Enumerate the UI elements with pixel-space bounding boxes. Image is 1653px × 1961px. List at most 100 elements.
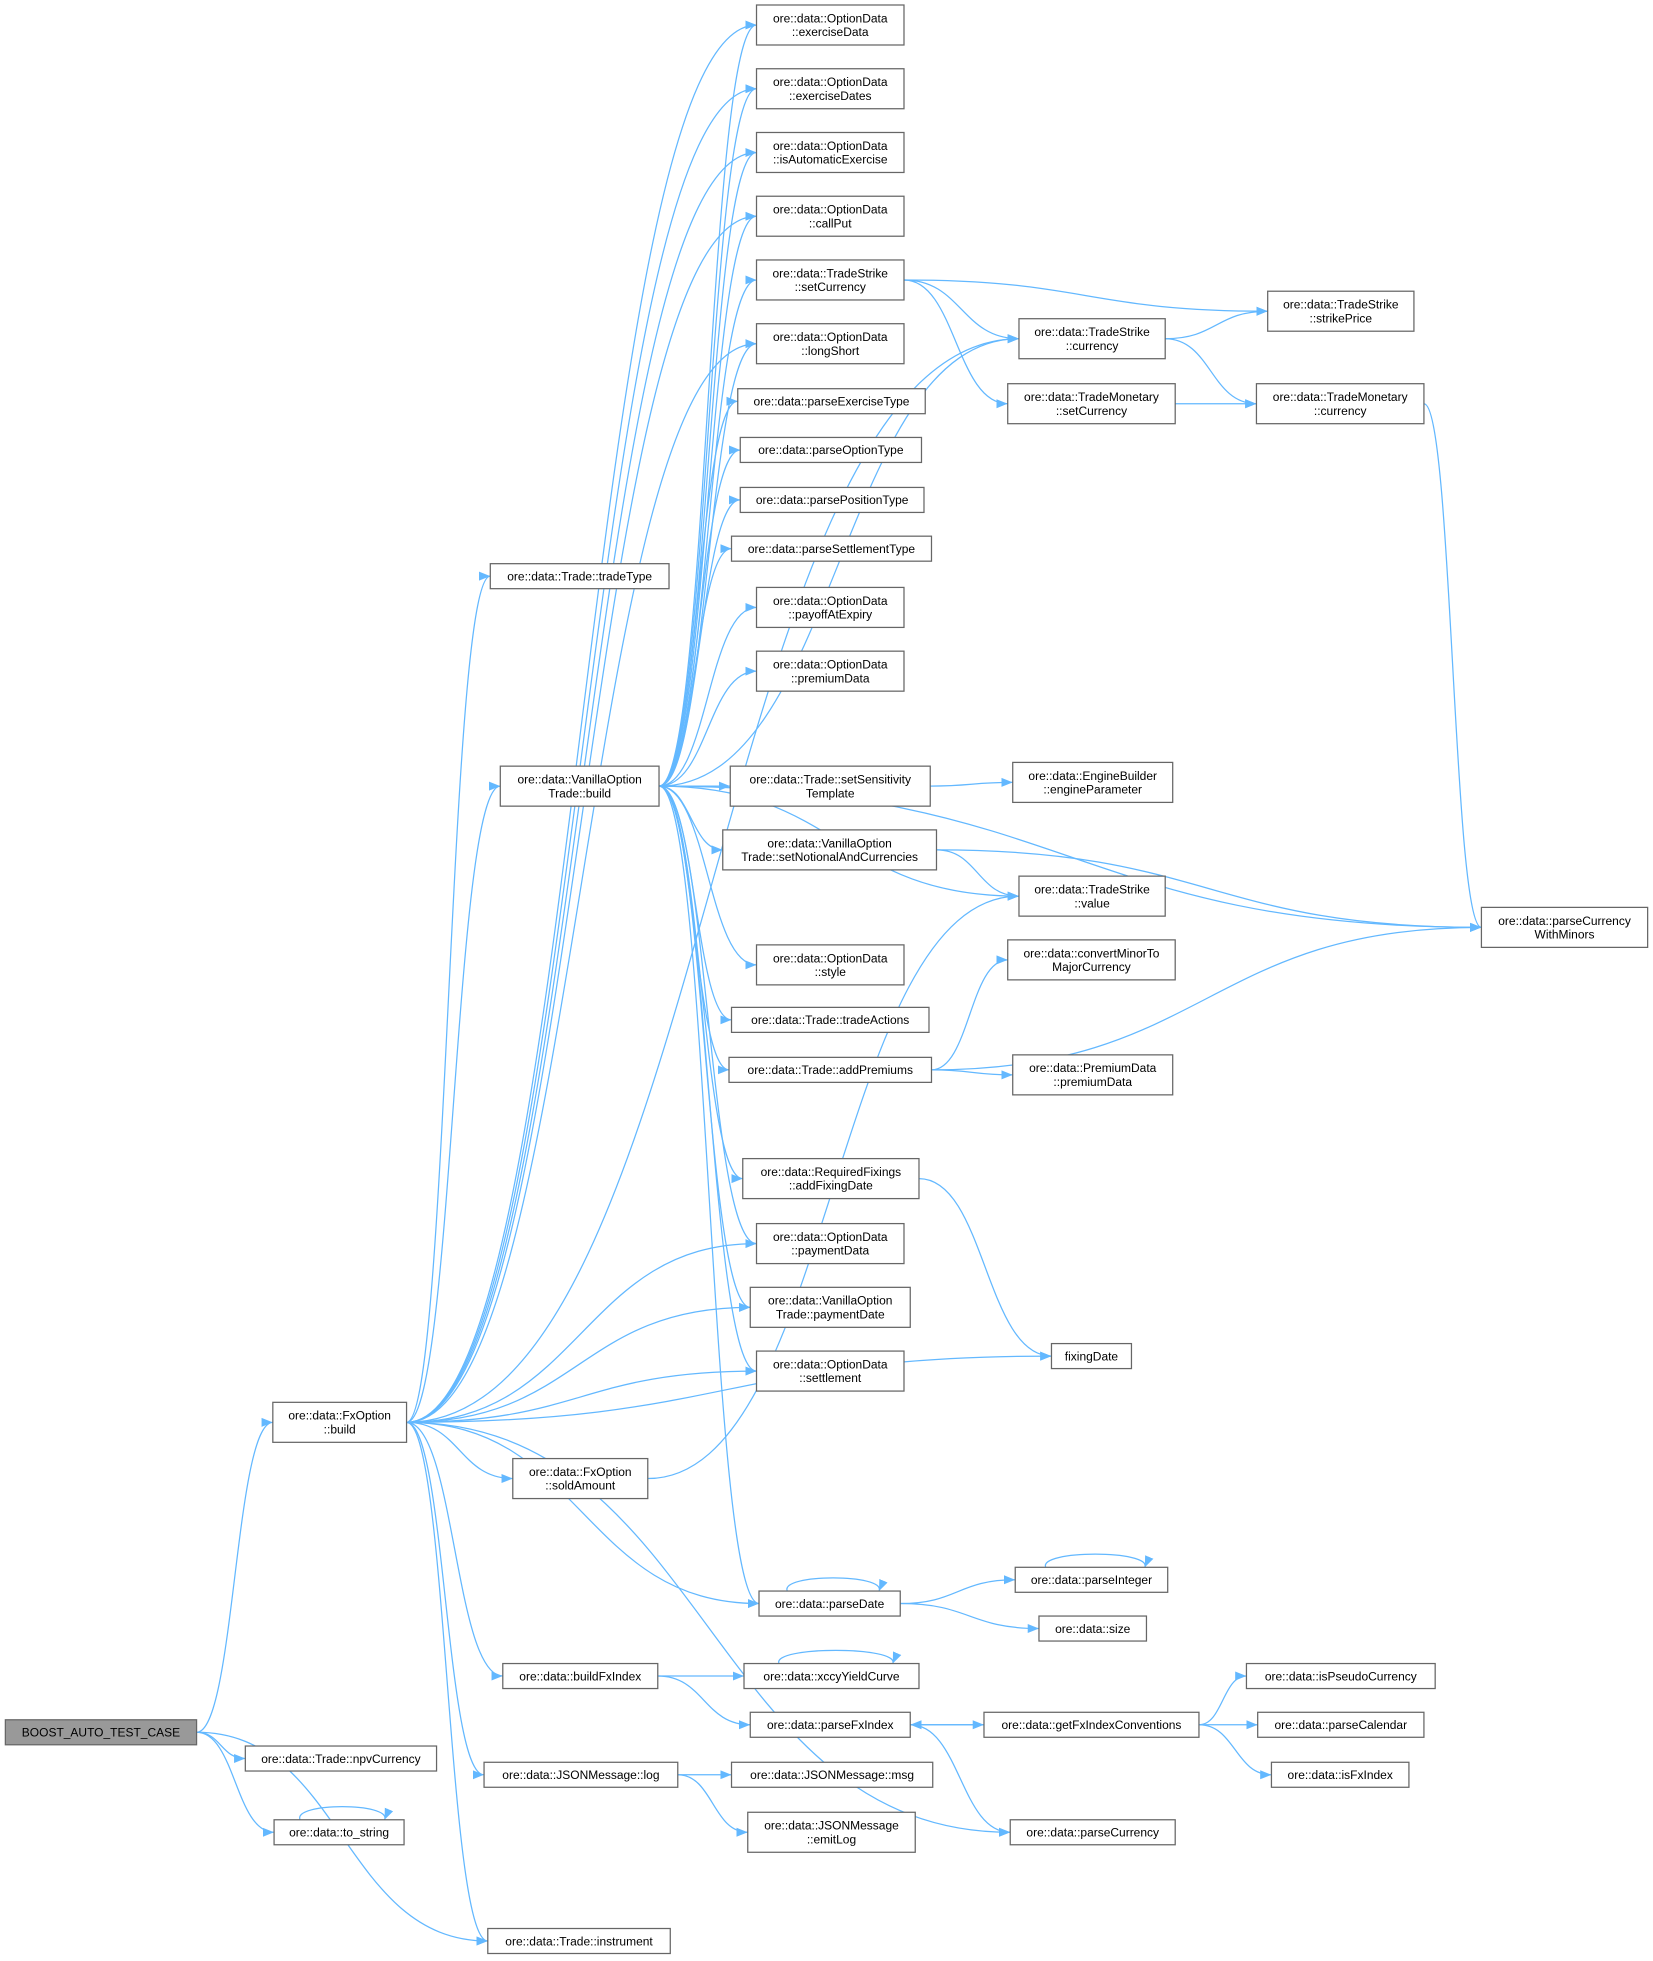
node-odStyle[interactable]: ore::data::OptionData::style	[755, 944, 905, 986]
node-parseOptionType[interactable]: ore::data::parseOptionType	[739, 436, 923, 464]
node-jsonMsg[interactable]: ore::data::JSONMessage::msg	[730, 1761, 934, 1788]
node-instrument[interactable]: ore::data::Trade::instrument	[487, 1927, 671, 1955]
node-tsCurrency[interactable]: ore::data::TradeStrike::currency	[1018, 318, 1166, 360]
node-isAutomaticExercise[interactable]: ore::data::OptionData::isAutomaticExerci…	[755, 131, 905, 174]
node-getFxIndexConventions[interactable]: ore::data::getFxIndexConventions	[983, 1711, 1200, 1738]
node-label: ore::data::JSONMessage::msg	[750, 1768, 914, 1782]
edge-voBuild-to-odStyle	[659, 785, 757, 970]
node-soldAmount[interactable]: ore::data::FxOption::soldAmount	[512, 1457, 649, 1500]
edge-voBuild-to-exerciseDates	[658, 84, 757, 787]
node-parsePositionType[interactable]: ore::data::parsePositionType	[739, 486, 925, 514]
node-label: ::setCurrency	[795, 280, 866, 294]
edge-toString-to-toString	[299, 1806, 394, 1821]
node-label: ::value	[1074, 896, 1110, 910]
node-addPremiums[interactable]: ore::data::Trade::addPremiums	[728, 1056, 933, 1083]
node-parseCalendar[interactable]: ore::data::parseCalendar	[1257, 1711, 1425, 1738]
node-toString[interactable]: ore::data::to_string	[273, 1819, 405, 1846]
node-box	[755, 259, 905, 301]
edge-parseFxIndex-to-parseCurrency	[910, 1724, 1011, 1837]
node-label: ::callPut	[809, 216, 852, 230]
edge-tsSetCurrency-to-tsCurrency	[903, 279, 1019, 344]
node-settlement[interactable]: ore::data::OptionData::settlement	[755, 1350, 905, 1392]
node-label: ore::data::TradeStrike	[1034, 325, 1150, 339]
node-xccyYieldCurve[interactable]: ore::data::xccyYieldCurve	[743, 1662, 920, 1690]
node-label: ::setCurrency	[1056, 404, 1127, 418]
node-box	[4, 1719, 198, 1746]
node-box	[755, 323, 905, 365]
node-buildFxIndex[interactable]: ore::data::buildFxIndex	[502, 1662, 659, 1690]
node-box	[1255, 383, 1425, 425]
node-parseDate[interactable]: ore::data::parseDate	[758, 1590, 901, 1617]
node-parseInteger[interactable]: ore::data::parseInteger	[1014, 1566, 1169, 1593]
node-boost[interactable]: BOOST_AUTO_TEST_CASE	[4, 1719, 198, 1746]
node-tsValue[interactable]: ore::data::TradeStrike::value	[1018, 875, 1166, 917]
node-label: ore::data::JSONMessage::log	[502, 1768, 659, 1782]
node-label: ::exerciseDates	[789, 89, 872, 103]
node-exerciseDates[interactable]: ore::data::OptionData::exerciseDates	[755, 68, 905, 110]
node-label: ore::data::RequiredFixings	[761, 1165, 902, 1179]
edge-voBuild-to-paymentData	[658, 785, 757, 1248]
edge-voBuild-to-parseDate	[658, 785, 760, 1608]
node-setNotional[interactable]: ore::data::VanillaOptionTrade::setNotion…	[722, 829, 938, 871]
node-box	[1012, 1054, 1174, 1096]
node-box	[749, 1711, 911, 1738]
node-engineParameter[interactable]: ore::data::EngineBuilder::engineParamete…	[1012, 761, 1174, 804]
node-label: BOOST_AUTO_TEST_CASE	[22, 1726, 180, 1740]
edge-getFxIndexConventions-to-isFxIndex	[1198, 1724, 1272, 1780]
node-label: ore::data::to_string	[289, 1826, 389, 1840]
node-addFixingDate[interactable]: ore::data::RequiredFixings::addFixingDat…	[742, 1157, 920, 1200]
node-longShort[interactable]: ore::data::OptionData::longShort	[755, 323, 905, 365]
edge-fxBuild-to-soldAmount	[406, 1421, 513, 1484]
node-label: ore::data::parseOptionType	[758, 443, 904, 457]
node-isPseudoCurrency[interactable]: ore::data::isPseudoCurrency	[1245, 1662, 1436, 1690]
node-label: ::addFixingDate	[789, 1179, 873, 1193]
node-strikePrice[interactable]: ore::data::TradeStrike::strikePrice	[1267, 290, 1415, 332]
node-payoffAtExpiry[interactable]: ore::data::OptionData::payoffAtExpiry	[755, 586, 905, 629]
nodes: ore::data::OptionData::exerciseDataore::…	[4, 4, 1649, 1955]
node-label: ore::data::isPseudoCurrency	[1265, 1669, 1417, 1683]
node-box	[1007, 383, 1176, 425]
node-tradeActions[interactable]: ore::data::Trade::tradeActions	[730, 1006, 930, 1033]
edge-setNotional-to-tsValue	[936, 849, 1019, 901]
node-tmCurrency[interactable]: ore::data::TradeMonetary::currency	[1255, 383, 1425, 425]
node-emitLog[interactable]: ore::data::JSONMessage::emitLog	[747, 1811, 916, 1853]
node-parseFxIndex[interactable]: ore::data::parseFxIndex	[749, 1711, 911, 1738]
node-parseCurrency[interactable]: ore::data::parseCurrency	[1009, 1819, 1176, 1846]
node-pdPremiumData[interactable]: ore::data::PremiumData::premiumData	[1012, 1054, 1174, 1096]
edge-buildFxIndex-to-parseFxIndex	[657, 1675, 751, 1730]
node-isFxIndex[interactable]: ore::data::isFxIndex	[1270, 1761, 1410, 1788]
node-tradeType[interactable]: ore::data::Trade::tradeType	[489, 563, 670, 590]
node-box	[730, 1761, 934, 1788]
node-parseSettlementType[interactable]: ore::data::parseSettlementType	[730, 535, 933, 562]
edge-voBuild-to-exerciseData	[658, 20, 757, 787]
edge-xccyYieldCurve-to-xccyYieldCurve	[778, 1649, 902, 1664]
node-box	[729, 765, 931, 807]
node-odPremiumData[interactable]: ore::data::OptionData::premiumData	[755, 650, 905, 692]
node-box	[1050, 1342, 1133, 1370]
edge-boost-to-npvCurrency	[196, 1731, 246, 1764]
node-paymentData[interactable]: ore::data::OptionData::paymentData	[755, 1222, 905, 1265]
node-tmSetCurrency[interactable]: ore::data::TradeMonetary::setCurrency	[1007, 383, 1176, 425]
node-box	[273, 1819, 405, 1846]
node-fixingDate[interactable]: fixingDate	[1050, 1342, 1133, 1370]
node-label: ore::data::OptionData	[773, 11, 888, 25]
node-jsonLog[interactable]: ore::data::JSONMessage::log	[483, 1761, 679, 1788]
node-box	[722, 829, 938, 871]
node-parseExerciseType[interactable]: ore::data::parseExerciseType	[737, 388, 926, 415]
node-tsSetCurrency[interactable]: ore::data::TradeStrike::setCurrency	[755, 259, 905, 301]
node-box	[755, 1222, 905, 1265]
node-paymentDate[interactable]: ore::data::VanillaOptionTrade::paymentDa…	[749, 1286, 911, 1328]
node-box	[1007, 939, 1176, 981]
node-box	[739, 436, 923, 464]
node-callPut[interactable]: ore::data::OptionData::callPut	[755, 195, 905, 237]
node-exerciseData[interactable]: ore::data::OptionData::exerciseData	[755, 4, 905, 46]
node-npvCurrency[interactable]: ore::data::Trade::npvCurrency	[244, 1745, 438, 1772]
node-fxBuild[interactable]: ore::data::FxOption::build	[272, 1401, 408, 1443]
edge-fxBuild-to-exerciseData	[406, 20, 757, 1423]
node-label: ::currency	[1314, 404, 1367, 418]
node-size[interactable]: ore::data::size	[1038, 1615, 1148, 1642]
